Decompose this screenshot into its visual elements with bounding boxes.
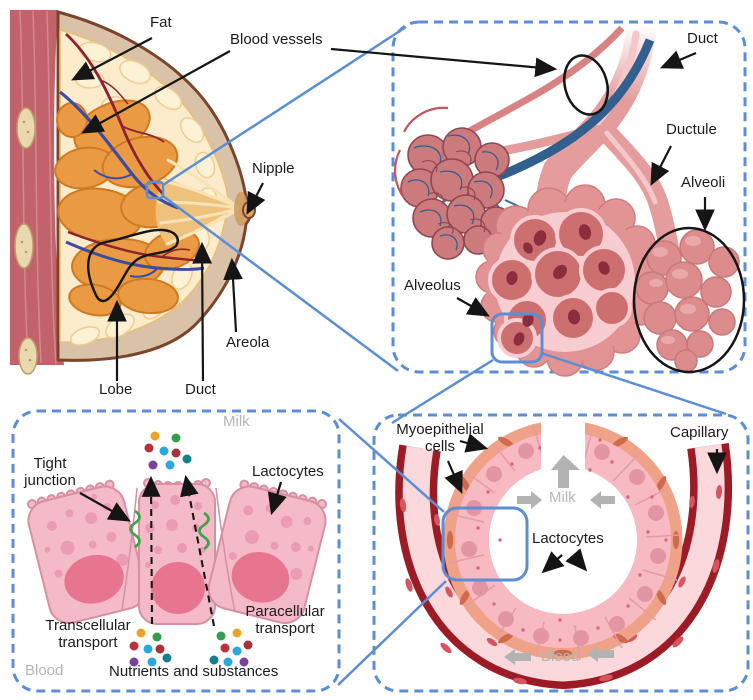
alveoli-grape-cluster bbox=[635, 229, 740, 373]
milk-label-cross-section: Milk bbox=[549, 489, 576, 506]
label-arrows bbox=[71, 37, 727, 574]
lobe-label: Lobe bbox=[99, 381, 133, 398]
nutrient-dots-milk bbox=[144, 431, 192, 470]
lactocytes-label-detail: Lactocytes bbox=[252, 463, 324, 480]
endothelial-nuclei bbox=[399, 485, 723, 685]
breast-illustration bbox=[10, 10, 256, 375]
lactocyte-panel-border bbox=[11, 409, 341, 693]
transcellular-transport-label: Transcellular transport bbox=[45, 617, 131, 651]
blood-vessels-label: Blood vessels bbox=[230, 31, 323, 48]
capillary-label: Capillary bbox=[670, 424, 729, 441]
transport-arrows bbox=[141, 474, 216, 627]
duct-alveoli-illustration bbox=[394, 24, 746, 377]
lactocyte-nuclei bbox=[461, 443, 666, 646]
flow-arrows bbox=[504, 455, 615, 665]
tight-junction-label: Tight junction bbox=[24, 455, 76, 489]
tight-junction-marks bbox=[129, 509, 210, 551]
ductule-label: Ductule bbox=[666, 121, 717, 138]
duct-label: Duct bbox=[687, 30, 718, 47]
milk-label-detail: Milk bbox=[223, 413, 250, 430]
alveolus-label: Alveolus bbox=[404, 277, 461, 294]
lactocyte-granules bbox=[476, 438, 668, 642]
lobe-outline bbox=[87, 228, 179, 303]
lactocyte-zoom-box bbox=[441, 506, 529, 582]
nutrient-dots-blood-left bbox=[129, 628, 172, 667]
lactocyte-detail-illustration bbox=[27, 431, 327, 667]
alveoli-label: Alveoli bbox=[681, 174, 726, 191]
nipple-label: Nipple bbox=[252, 160, 295, 177]
myoepithelial-cells-label: Myoepithelial cells bbox=[396, 421, 484, 455]
blood-label-detail: Blood bbox=[25, 662, 64, 679]
areola-label: Areola bbox=[226, 334, 270, 351]
rib-cross-sections bbox=[14, 107, 38, 375]
alveolus-cross-section-illustration bbox=[395, 420, 732, 690]
duct-label-breast: Duct bbox=[185, 381, 216, 398]
blood-vessels-ellipse bbox=[563, 54, 609, 116]
paracellular-transport-label: Paracellular transport bbox=[245, 603, 325, 637]
alveolus-zoom-box bbox=[490, 312, 544, 364]
nutrient-dots-blood-right bbox=[209, 628, 253, 667]
lactocytes-label-cross-section: Lactocytes bbox=[532, 530, 604, 547]
breast-zoom-box bbox=[145, 180, 165, 200]
nutrients-label: Nutrients and substances bbox=[109, 663, 279, 680]
areola bbox=[234, 192, 248, 226]
blood-label-cross-section: Blood bbox=[541, 648, 580, 665]
alveoli-ellipse bbox=[632, 226, 746, 374]
fat-label: Fat bbox=[150, 14, 172, 31]
zoom-connectors bbox=[162, 25, 727, 686]
